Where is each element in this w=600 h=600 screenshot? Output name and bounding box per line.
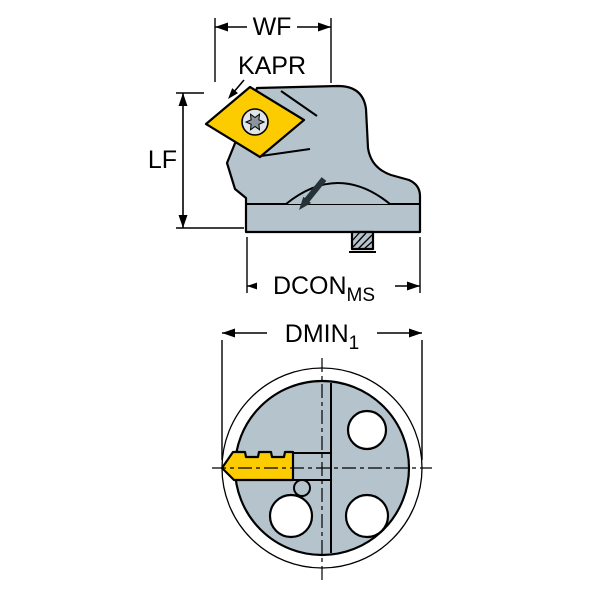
arrowhead-icon [407,281,420,291]
clamp-edge-line [280,90,318,117]
arrowhead-icon [318,22,331,32]
lf-label: LF [148,146,177,174]
coolant-arrowhead-icon [299,196,312,210]
arrowhead-icon [222,328,235,338]
lf-dimension: LF [148,92,244,229]
side-view: WF KAPR LF DCONMS [148,13,422,306]
arrowhead-icon [409,328,422,338]
dcon-label-backing [257,271,395,303]
arrowhead-icon [215,22,228,32]
dmin-label-backing [267,319,377,349]
pocket-seat-line [260,148,311,157]
dmin-label: DMIN1 [285,320,359,354]
dcon-label: DCONMS [273,272,375,306]
bolt-hole [344,493,390,539]
hatch-line [352,232,367,248]
wf-dimension: WF [214,13,332,83]
dcon-dimension: DCONMS [246,237,421,306]
screw-hole [293,479,311,497]
torx-star-icon [244,113,266,131]
dmin-dimension: DMIN1 [221,319,423,460]
bolt-hole [346,409,388,451]
hatch-line [351,231,361,242]
hatch-line [363,240,374,250]
coolant-arrow [299,177,327,210]
coupling-stub [349,230,376,253]
cutting-insert-front [220,450,295,482]
wf-label: WF [253,13,292,41]
arrowhead-icon [178,215,188,228]
centerlines [212,358,432,580]
arrowhead-icon [228,88,238,99]
kapr-callout: KAPR [228,52,306,99]
bolt-hole [268,493,314,539]
insert-screw [241,108,269,136]
clamp-dome [285,182,391,205]
arrowhead-icon [247,281,260,291]
front-view: DMIN1 [212,319,432,580]
coupling-stub-body [350,230,375,251]
arrowhead-icon [178,93,188,106]
coolant-arrow-shaft [302,177,327,205]
hatch-line [357,234,373,250]
kapr-label: KAPR [238,52,306,80]
wf-label-backing [247,13,297,39]
